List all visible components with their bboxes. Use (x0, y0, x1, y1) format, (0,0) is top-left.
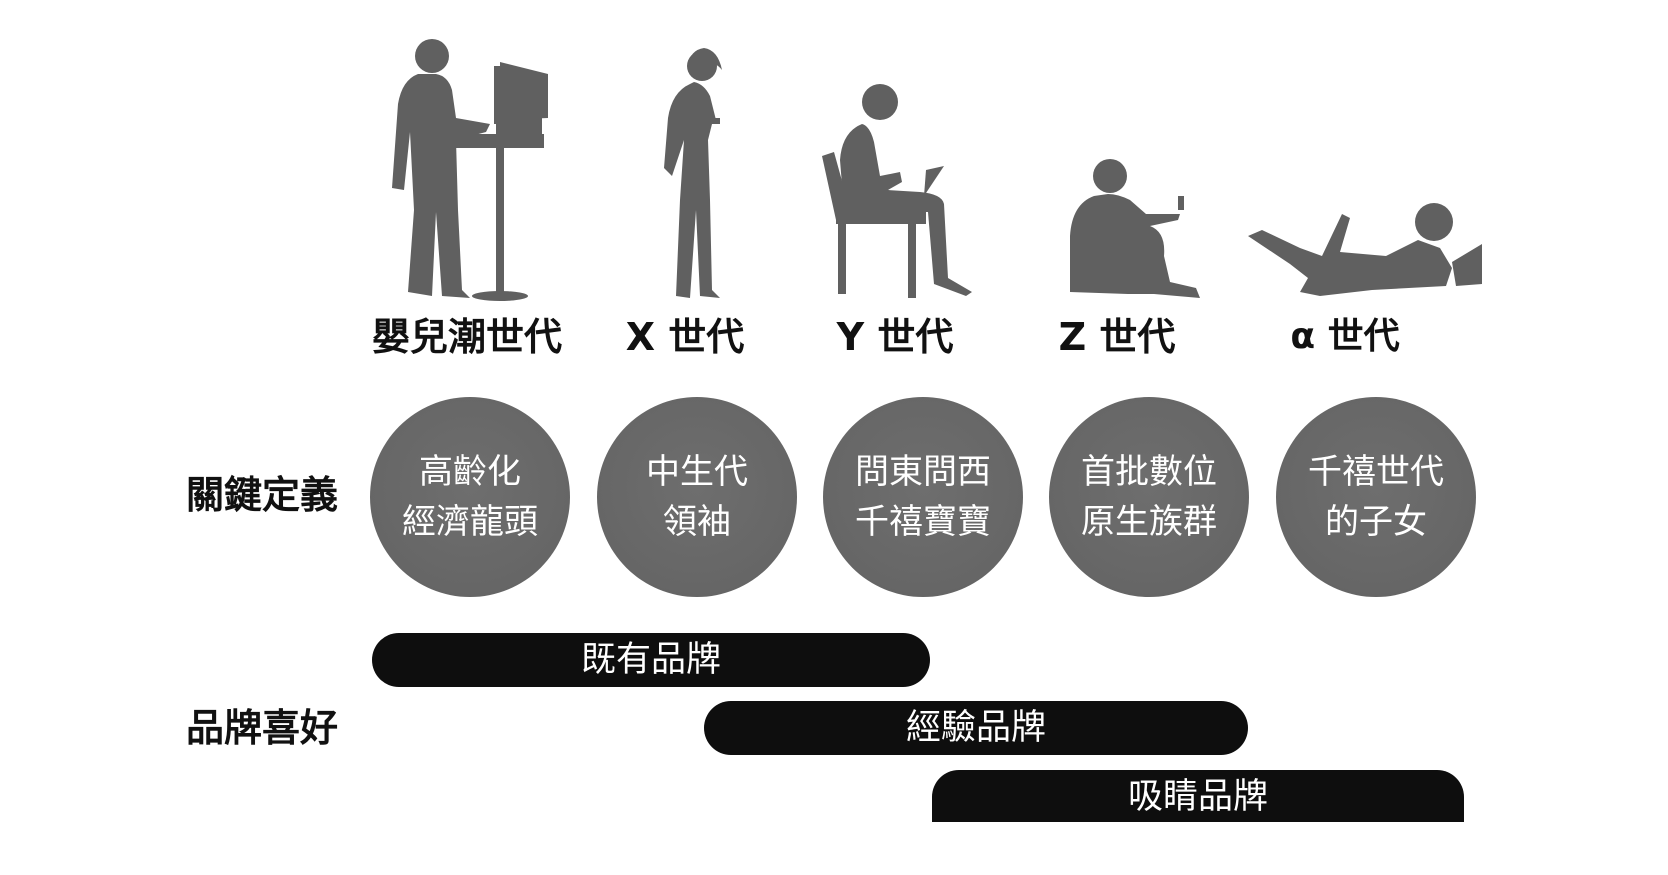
person-with-laptop-icon (822, 84, 972, 298)
preference-bar-experience-brands: 經驗品牌 (704, 701, 1248, 755)
definition-line: 經濟龍頭 (402, 502, 538, 542)
definition-line: 中生代 (646, 452, 748, 492)
definition-circle-y: 問東問西 千禧寶寶 (823, 397, 1023, 597)
definition-line: 領袖 (663, 502, 731, 542)
generation-label-alpha: α 世代 (1290, 316, 1400, 357)
person-sitting-with-phone-icon (1070, 159, 1200, 298)
preference-bar-established-brands: 既有品牌 (372, 633, 930, 687)
definition-line: 問東問西 (855, 452, 991, 492)
generation-label-y: Y 世代 (836, 315, 954, 359)
child-lying-with-tablet-icon (1248, 203, 1482, 296)
generation-label-boomers: 嬰兒潮世代 (371, 315, 562, 359)
generation-label-x: X 世代 (625, 315, 745, 359)
definition-line: 高齡化 (419, 452, 521, 492)
definition-circle-x: 中生代 領袖 (597, 397, 797, 597)
definition-line: 首批數位 (1081, 452, 1217, 492)
person-at-computer-icon (392, 39, 548, 301)
row-label-brand-preference: 品牌喜好 (186, 706, 339, 750)
preference-bar-eye-catching-brands: 吸睛品牌 (932, 770, 1464, 822)
generation-label-z: Z 世代 (1058, 315, 1176, 359)
row-label-key-definition: 關鍵定義 (186, 473, 339, 517)
definition-line: 千禧世代 (1308, 452, 1444, 492)
definition-circle-z: 首批數位 原生族群 (1049, 397, 1249, 597)
silhouette-row (392, 39, 1482, 301)
definition-line: 千禧寶寶 (855, 502, 991, 542)
definition-circle-alpha: 千禧世代 的子女 (1276, 397, 1476, 597)
definition-line: 的子女 (1325, 502, 1427, 542)
definition-circle-boomers: 高齡化 經濟龍頭 (370, 397, 570, 597)
definition-line: 原生族群 (1081, 502, 1217, 542)
person-with-phone-icon (664, 48, 722, 298)
